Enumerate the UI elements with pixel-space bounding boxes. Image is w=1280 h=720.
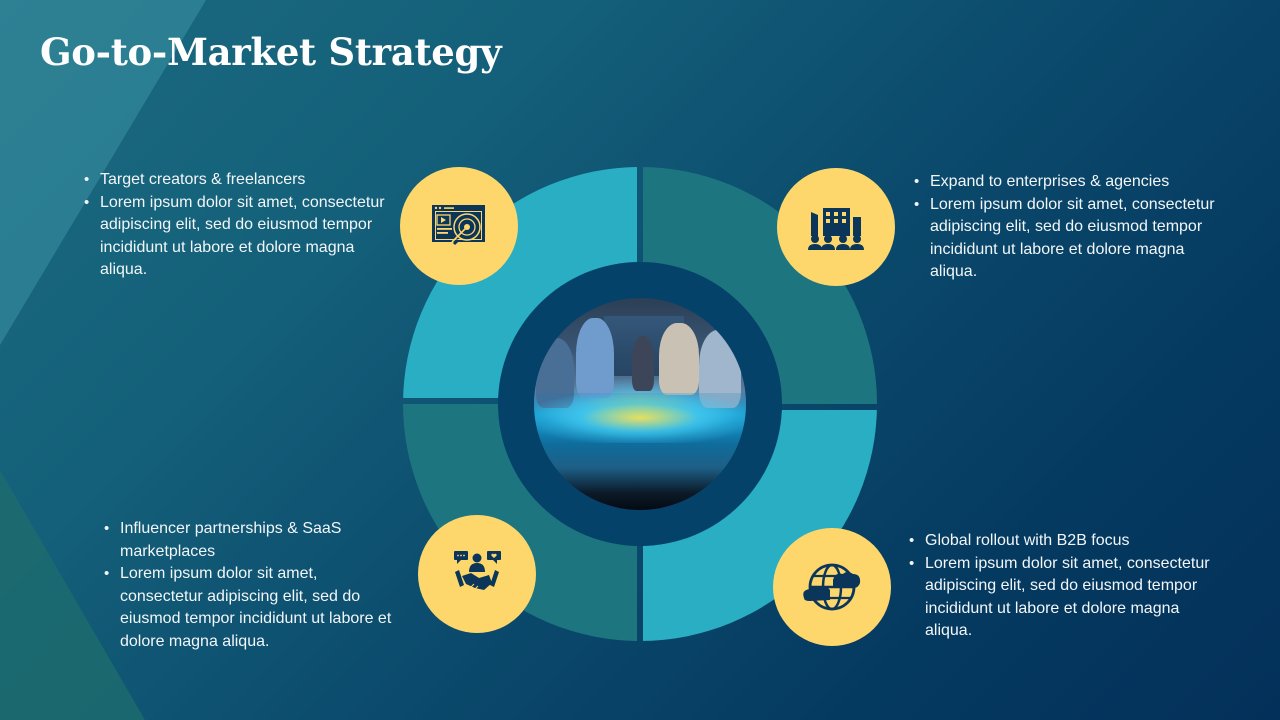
bullet-heading: Global rollout with B2B focus	[909, 530, 1215, 553]
handshake-partnership-icon	[454, 551, 501, 591]
photo-person	[576, 318, 614, 398]
photo-person	[659, 323, 699, 395]
bullet-body: Lorem ipsum dolor sit amet, consectetur …	[914, 194, 1220, 284]
bullet-body: Lorem ipsum dolor sit amet, consectetur …	[84, 192, 390, 282]
slide-title: Go-to-Market Strategy	[40, 30, 502, 74]
bullet-heading: Influencer partnerships & SaaS marketpla…	[104, 518, 400, 563]
bullet-heading: Target creators & freelancers	[84, 169, 390, 192]
text-block-bottom-right: Global rollout with B2B focus Lorem ipsu…	[905, 530, 1215, 643]
bullet-heading: Expand to enterprises & agencies	[914, 171, 1220, 194]
bullet-body: Lorem ipsum dolor sit amet, consectetur …	[909, 553, 1215, 643]
photo-person	[632, 336, 654, 391]
hologram-glow	[534, 393, 746, 443]
icon-circle-bottom-left	[418, 515, 536, 633]
text-block-top-right: Expand to enterprises & agencies Lorem i…	[910, 171, 1220, 284]
video-marketing-target-icon	[432, 205, 485, 246]
text-block-bottom-left: Influencer partnerships & SaaS marketpla…	[100, 518, 400, 653]
enterprise-building-people-icon	[808, 208, 864, 250]
text-block-top-left: Target creators & freelancers Lorem ipsu…	[80, 169, 390, 282]
team-hologram-photo	[534, 298, 746, 510]
global-network-icon	[803, 563, 861, 611]
bullet-body: Lorem ipsum dolor sit amet, consectetur …	[104, 563, 400, 653]
